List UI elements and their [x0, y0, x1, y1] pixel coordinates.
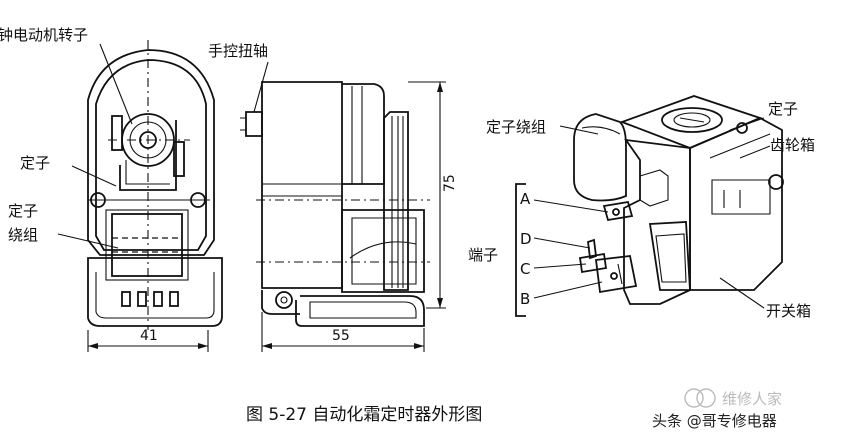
dim-width-front: 41 — [140, 328, 158, 344]
side-view — [240, 81, 446, 352]
figure-caption: 图 5-27 自动化霜定时器外形图 — [246, 405, 482, 425]
perspective-leaders — [533, 117, 771, 309]
label-terminal-a: A — [520, 190, 531, 208]
label-terminal-d: D — [520, 230, 532, 248]
label-stator-right: 定子 — [768, 100, 798, 118]
label-terminal-b: B — [520, 290, 530, 308]
knob-leader — [253, 61, 269, 113]
front-leaders — [57, 43, 133, 249]
label-terminals: 端子 — [468, 246, 498, 264]
front-view — [87, 40, 223, 352]
label-switch-box: 开关箱 — [766, 302, 811, 320]
label-gearbox: 齿轮箱 — [770, 136, 815, 154]
label-stator-left: 定子 — [20, 154, 50, 172]
watermark-logo-icon — [684, 388, 704, 408]
label-winding-left-1: 定子 — [8, 202, 38, 220]
dim-height-side: 75 — [442, 174, 458, 192]
watermark-brand: 维修人家 — [722, 390, 782, 408]
label-knob-shaft: 手控扭轴 — [208, 42, 268, 60]
label-winding-left-2: 绕组 — [8, 226, 38, 244]
label-rotor: 钟电动机转子 — [0, 26, 88, 44]
dim-width-side: 55 — [332, 328, 350, 344]
watermark: 维修人家 头条 @哥专修电器 — [652, 388, 782, 430]
label-winding-right: 定子绕组 — [486, 118, 546, 136]
watermark-author: 头条 @哥专修电器 — [652, 412, 777, 430]
perspective-view — [515, 95, 784, 317]
label-terminal-c: C — [520, 260, 530, 278]
